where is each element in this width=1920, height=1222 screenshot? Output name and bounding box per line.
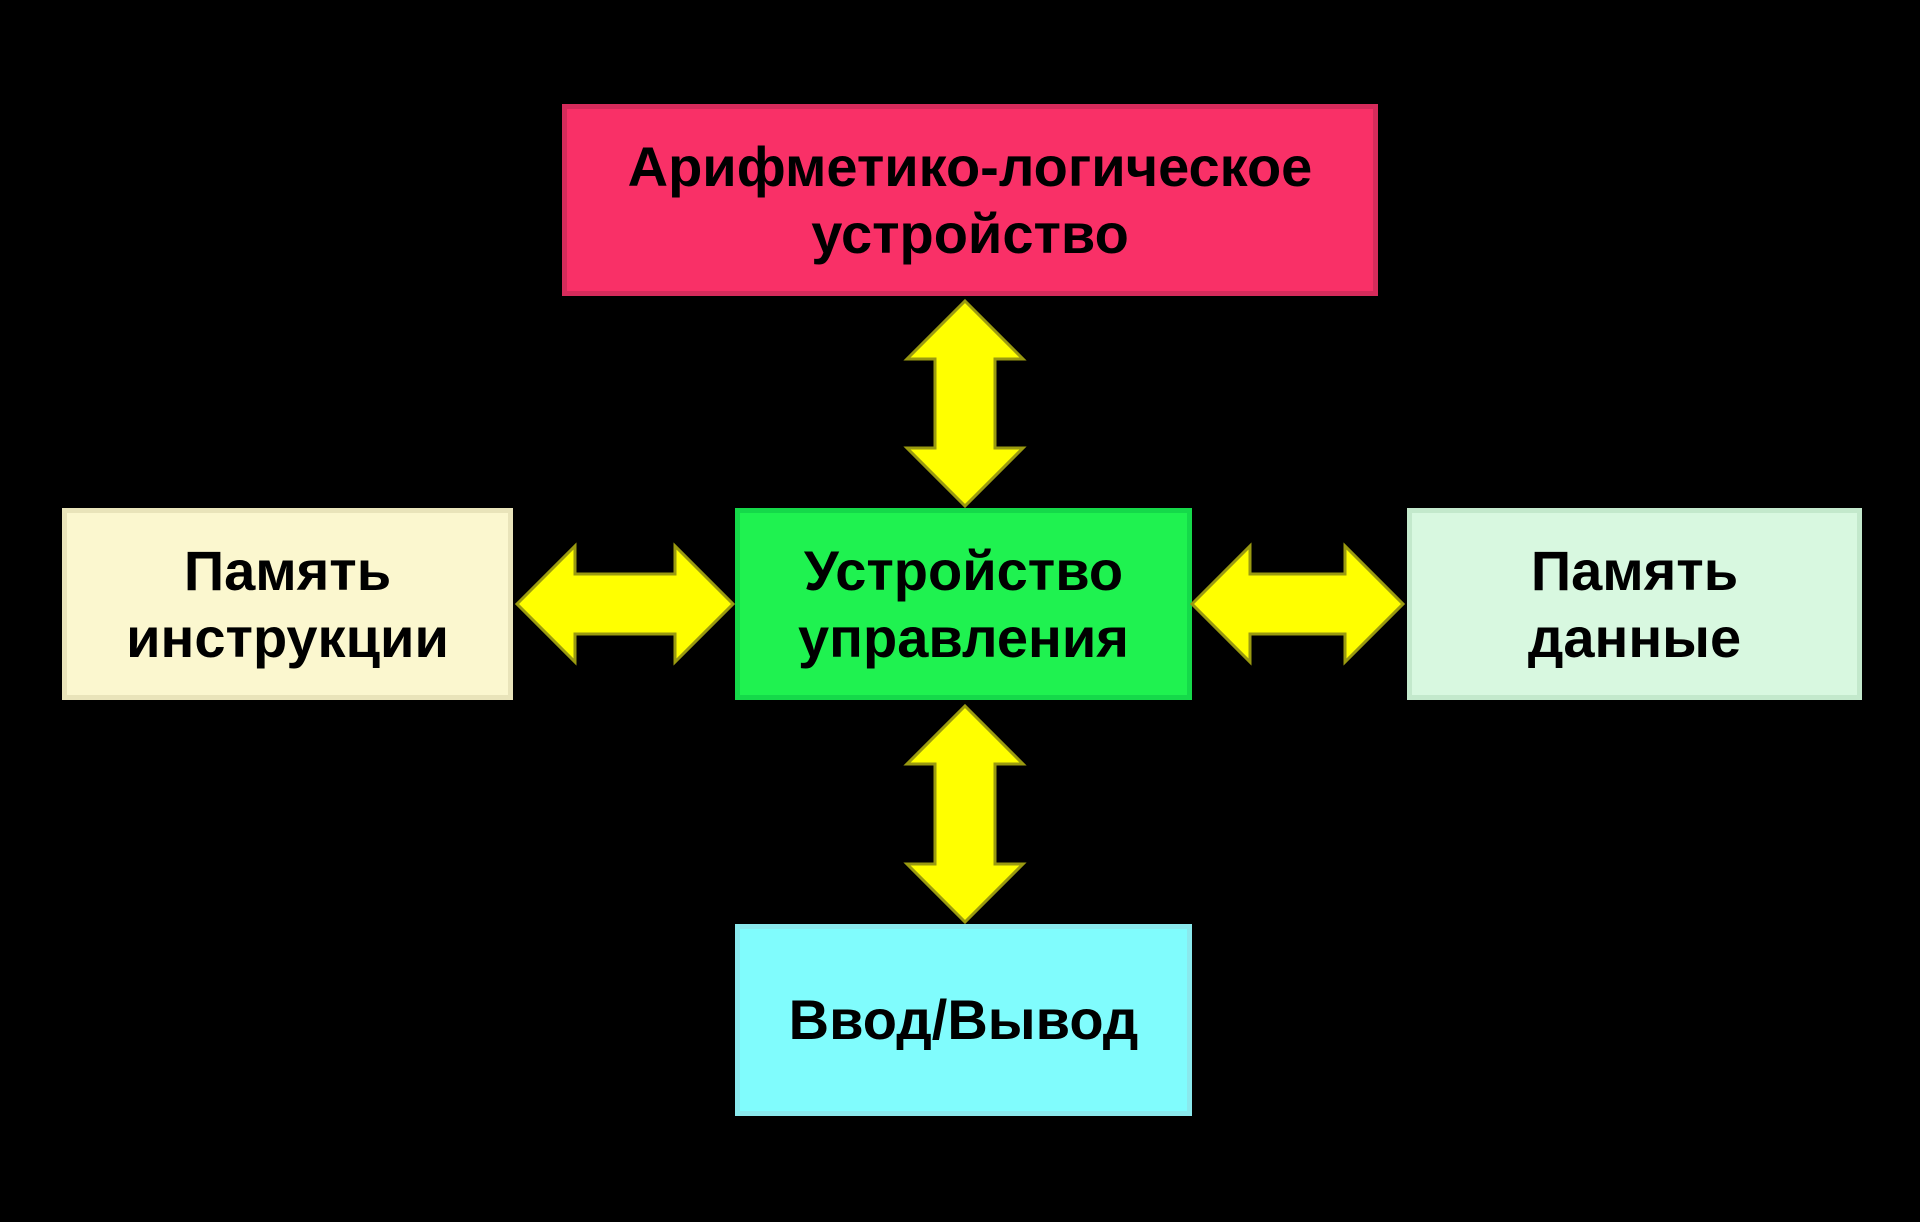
- control-data-memory-arrow: [1190, 542, 1405, 666]
- control-unit-box: Устройство управления: [735, 508, 1192, 700]
- io-label: Ввод/Вывод: [788, 988, 1139, 1052]
- control-io-arrow: [903, 704, 1027, 924]
- instruction-memory-label-line1: Память: [183, 538, 392, 602]
- data-memory-label-line1: Память: [1530, 538, 1739, 602]
- data-memory-box: Память данные: [1407, 508, 1862, 700]
- data-memory-label-line2: данные: [1527, 606, 1742, 669]
- double-arrow-horizontal-icon: [515, 542, 735, 666]
- instruction-memory-box: Память инструкции: [62, 508, 513, 700]
- alu-control-arrow: [903, 299, 1027, 508]
- double-arrow-vertical-icon: [903, 299, 1027, 508]
- alu-label-line2: устройство: [811, 202, 1129, 265]
- alu-label-line1: Арифметико-логическое: [627, 134, 1313, 198]
- alu-box: Арифметико-логическое устройство: [562, 104, 1378, 296]
- control-unit-label-line1: Устройство: [803, 538, 1124, 602]
- control-unit-label-line2: управления: [798, 606, 1129, 669]
- instruction-memory-control-arrow: [515, 542, 735, 666]
- double-arrow-horizontal-icon: [1190, 542, 1405, 666]
- io-box: Ввод/Вывод: [735, 924, 1192, 1116]
- instruction-memory-label-line2: инструкции: [126, 606, 449, 669]
- double-arrow-vertical-icon: [903, 704, 1027, 924]
